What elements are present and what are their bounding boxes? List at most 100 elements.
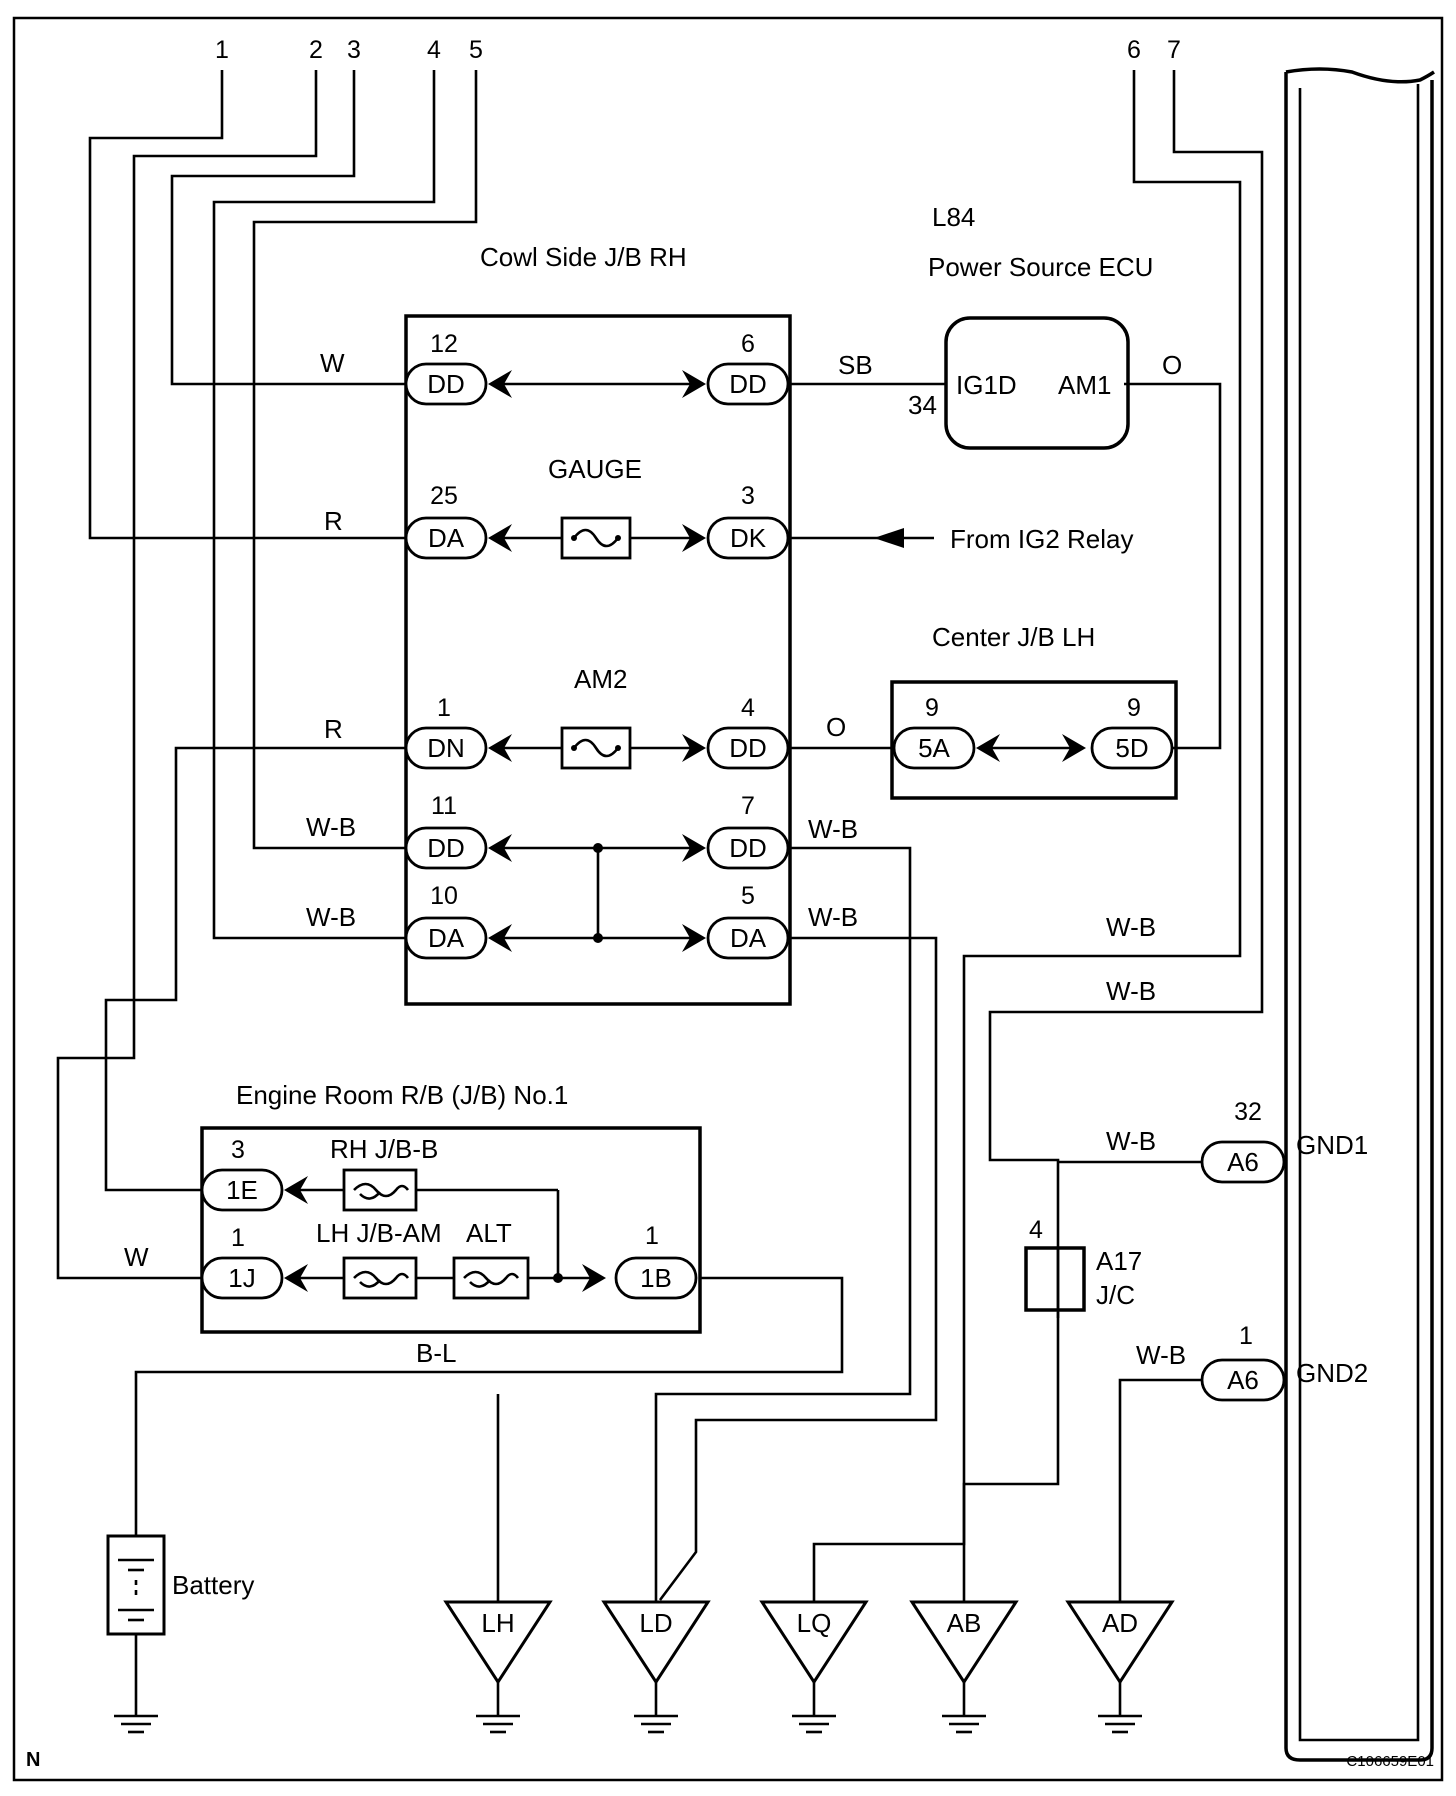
svg-text:DK: DK	[730, 523, 767, 553]
wire-4	[212, 70, 436, 940]
svg-text:10: 10	[430, 882, 458, 910]
svg-text:1: 1	[1239, 1322, 1253, 1350]
cowl-left-pins: 12 DD 25 DA 1 DN 11 DD 10 DA	[404, 330, 512, 960]
svg-text:W-B: W-B	[808, 814, 858, 844]
svg-text:5: 5	[741, 882, 755, 910]
svg-text:W-B: W-B	[1106, 1126, 1156, 1156]
top-number-6: 6	[1127, 36, 1141, 64]
svg-text:6: 6	[741, 330, 755, 358]
cowl-jb-box	[404, 314, 792, 1006]
top-number-7: 7	[1167, 36, 1181, 64]
center-jb: Center J/B LH 9 5A 9 5D	[890, 622, 1178, 800]
svg-text:5D: 5D	[1115, 733, 1148, 763]
wire-ad	[1118, 1378, 1202, 1602]
center-jb-title: Center J/B LH	[932, 622, 1095, 652]
svg-text:AD: AD	[1102, 1608, 1138, 1638]
cowl-jb-title: Cowl Side J/B RH	[480, 242, 687, 272]
svg-text:5A: 5A	[918, 733, 950, 763]
fuse-gauge-label: GAUGE	[548, 454, 642, 484]
svg-text:LH: LH	[481, 1608, 514, 1638]
svg-text:DA: DA	[730, 923, 767, 953]
svg-text:W-B: W-B	[306, 902, 356, 932]
ecu-title: Power Source ECU	[928, 252, 1153, 282]
ground-symbols: LH LD LQ AB	[443, 1394, 1175, 1734]
svg-text:DD: DD	[427, 833, 465, 863]
svg-text:R: R	[324, 714, 343, 744]
ecu-pin-34: 34	[908, 390, 937, 420]
svg-text:DD: DD	[427, 369, 465, 399]
fuse-am2-label: AM2	[574, 664, 627, 694]
svg-text:W-B: W-B	[1106, 912, 1156, 942]
svg-text:A6: A6	[1227, 1365, 1259, 1395]
svg-text:1E: 1E	[226, 1175, 258, 1205]
svg-text:DA: DA	[428, 523, 465, 553]
ground-bus	[1284, 67, 1435, 1762]
engine-rb-title: Engine Room R/B (J/B) No.1	[236, 1080, 568, 1110]
ground-lq: LQ	[759, 1600, 869, 1734]
center-jb-box	[890, 680, 1178, 800]
engine-rb-box	[200, 1126, 702, 1334]
svg-text:W-B: W-B	[306, 812, 356, 842]
top-number-2: 2	[309, 36, 323, 64]
svg-text:1: 1	[645, 1222, 659, 1250]
wire-dd7-ld	[654, 846, 912, 1602]
wire-color-labels: W SB O R R O W-B W-B W-B W-B W-B W-B W-B…	[124, 348, 1186, 1370]
wire-dn-1e	[104, 746, 410, 1192]
svg-text:9: 9	[1127, 694, 1141, 722]
svg-text:O: O	[1162, 350, 1182, 380]
svg-text:DA: DA	[428, 923, 465, 953]
a6-connectors: 32 A6 GND1 1 A6 GND2	[1200, 67, 1435, 1762]
wire-6	[812, 70, 1242, 1602]
svg-text:A17: A17	[1096, 1246, 1142, 1276]
ecu-pin-ig1d: IG1D	[956, 370, 1017, 400]
svg-text:DD: DD	[729, 369, 767, 399]
wire-3	[170, 70, 410, 386]
wire-7	[988, 70, 1264, 1318]
svg-text:J/C: J/C	[1096, 1280, 1135, 1310]
svg-text:DD: DD	[729, 733, 767, 763]
svg-text:LD: LD	[639, 1608, 672, 1638]
corner-label-left: N	[26, 1749, 40, 1771]
svg-text:1: 1	[437, 694, 451, 722]
wire-da5-ld	[658, 936, 938, 1601]
svg-text:1: 1	[231, 1224, 245, 1252]
svg-text:12: 12	[430, 330, 458, 358]
svg-text:1J: 1J	[228, 1263, 255, 1293]
svg-text:RH J/B-B: RH J/B-B	[330, 1134, 438, 1164]
svg-text:GND2: GND2	[1296, 1358, 1368, 1388]
a17-jc: 4 A17 J/C	[1024, 1216, 1142, 1312]
figure-code: C106659E01	[1346, 1753, 1434, 1770]
svg-text:LQ: LQ	[797, 1608, 832, 1638]
ground-ab: AB	[909, 1600, 1019, 1734]
top-number-3: 3	[347, 36, 361, 64]
wire-2	[56, 70, 318, 1280]
svg-text:R: R	[324, 506, 343, 536]
svg-text:A6: A6	[1227, 1147, 1259, 1177]
top-numbers: 1 2 3 4 5 6 7	[215, 36, 1181, 64]
svg-text:32: 32	[1234, 1098, 1262, 1126]
from-ig2-relay: From IG2 Relay	[950, 524, 1134, 554]
top-number-4: 4	[427, 36, 441, 64]
svg-text:SB: SB	[838, 350, 873, 380]
svg-text:9: 9	[925, 694, 939, 722]
engine-room-rb: Engine Room R/B (J/B) No.1 RH J/B-B LH J…	[200, 1080, 702, 1334]
svg-text:W-B: W-B	[1136, 1340, 1186, 1370]
svg-text:B-L: B-L	[416, 1338, 456, 1368]
svg-text:DN: DN	[427, 733, 465, 763]
svg-text:LH J/B-AM: LH J/B-AM	[316, 1218, 442, 1248]
svg-text:W: W	[320, 348, 345, 378]
svg-text:4: 4	[741, 694, 755, 722]
wire-5	[252, 70, 478, 850]
svg-text:O: O	[826, 712, 846, 742]
power-source-ecu: L84 Power Source ECU IG1D AM1 34	[908, 202, 1153, 450]
svg-text:W: W	[124, 1242, 149, 1272]
wire-am1-5d	[1124, 382, 1222, 750]
ig2-arrow	[874, 528, 904, 548]
svg-text:GND1: GND1	[1296, 1130, 1368, 1160]
svg-text:W-B: W-B	[808, 902, 858, 932]
svg-text:25: 25	[430, 482, 458, 510]
cowl-side-jb: Cowl Side J/B RH GAUGE AM2 12 DD 25 D	[404, 242, 792, 1006]
ecu-box	[944, 316, 1130, 450]
ground-ld: LD	[601, 1600, 711, 1734]
